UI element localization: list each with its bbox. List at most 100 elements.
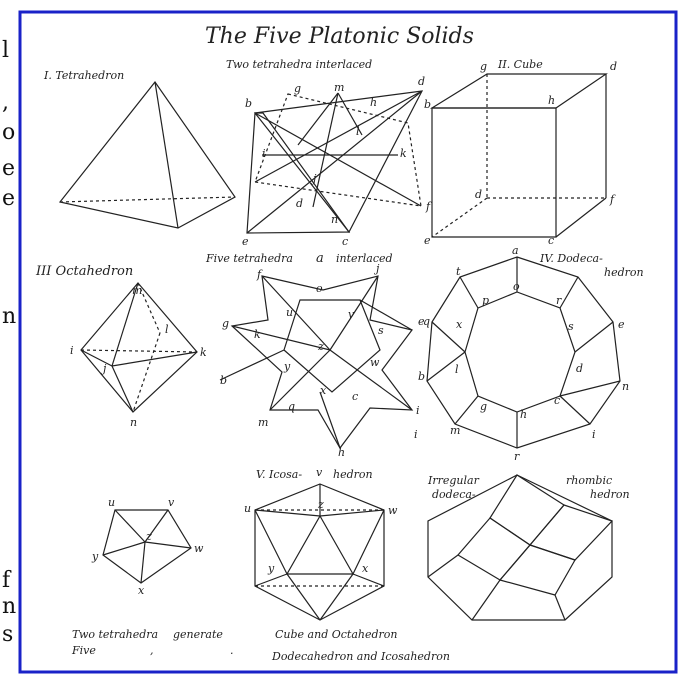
vertex-letter: i: [262, 147, 266, 160]
vertex-letter: n: [622, 380, 629, 393]
vertex-letter: g: [480, 60, 487, 73]
vertex-letter: y: [91, 550, 99, 563]
vertex-letter: c: [548, 234, 554, 247]
caption-two-tetrahedra: Two tetrahedra: [72, 628, 158, 641]
vertex-letter: i: [70, 344, 74, 357]
vertex-letter: x: [362, 562, 369, 575]
caption-cube-octahedron: Cube and Octahedron: [275, 628, 398, 641]
vertex-letter: d: [418, 75, 425, 88]
interlaced-label: interlaced: [336, 252, 393, 265]
vertex-letter: j: [373, 262, 380, 275]
blue-border: [18, 10, 678, 674]
small-pentagon-figure: [102, 509, 192, 584]
vertex-letter: o: [316, 282, 323, 295]
vertex-letter: j: [100, 362, 107, 375]
vertex-letter: r: [514, 450, 520, 463]
vertex-letter: k: [400, 147, 407, 160]
vertex-letter: y: [283, 360, 291, 373]
icosahedron-figure: [254, 483, 385, 621]
vertex-letter: v: [316, 466, 323, 479]
vertex-letter: r: [556, 294, 562, 307]
dodecahedron-label: IV. Dodeca-: [539, 252, 603, 265]
vertex-letter: d: [296, 197, 303, 210]
vertex-letter: g: [222, 317, 229, 330]
vertex-letter: l: [356, 125, 360, 138]
rhombic-dodecahedron-figure: [427, 474, 614, 621]
rhombic-label-2: dodeca-: [432, 488, 476, 501]
vertex-letter: k: [200, 346, 207, 359]
vertex-letter: e: [618, 318, 625, 331]
vertex-letter: w: [194, 542, 204, 555]
vertex-letter: e: [424, 234, 431, 247]
vertex-letter: f: [609, 193, 616, 206]
vertex-letter: s: [378, 324, 384, 337]
vertex-letter: n: [130, 416, 137, 429]
caption-generate: generate: [173, 628, 223, 641]
five-tetrahedra-figure: [219, 275, 414, 450]
vertex-letter: s: [568, 320, 574, 333]
vertex-letter: b: [220, 374, 227, 387]
vertex-letter: u: [286, 306, 293, 319]
caption-mark-2: .: [230, 644, 234, 657]
cube-label: II. Cube: [497, 58, 543, 71]
vertex-letter: z: [317, 340, 324, 353]
rhombic-label-3: rhombic: [566, 474, 612, 487]
vertex-letter: t: [456, 265, 461, 278]
vertex-letter: g: [294, 82, 301, 95]
five-tetrahedra-a: a: [316, 251, 324, 266]
caption-dodeca-icosa: Dodecahedron and Icosahedron: [271, 650, 450, 663]
vertex-letter: e: [418, 315, 425, 328]
vertex-letter: e: [242, 235, 249, 248]
dodecahedron-figure: [426, 256, 621, 449]
vertex-letter: c: [554, 394, 560, 407]
vertex-letter: n: [331, 213, 338, 226]
caption-five: Five: [71, 644, 96, 657]
vertex-letter: b: [245, 97, 252, 110]
vertex-letter: w: [388, 504, 398, 517]
dodecahedron-label-2: hedron: [604, 266, 644, 279]
vertex-letter: m: [450, 424, 460, 437]
vertex-letter: u: [108, 496, 115, 509]
vertex-letter: g: [480, 400, 487, 413]
vertex-letter: w: [370, 356, 380, 369]
edge-text-char: ,: [2, 90, 9, 115]
vertex-letter: d: [475, 188, 482, 201]
vertex-letter: i: [592, 428, 596, 441]
vertex-letter: p: [482, 294, 489, 307]
vertex-letter: l: [455, 363, 459, 376]
edge-text-char: f: [2, 568, 11, 593]
vertex-letter: a: [512, 244, 519, 257]
octahedron-figure: [80, 282, 198, 413]
vertex-letter: h: [520, 408, 527, 421]
vertex-letter: f: [256, 268, 263, 281]
vertex-letter: c: [342, 235, 348, 248]
edge-text-char: e: [2, 156, 16, 181]
page-title: The Five Platonic Solids: [205, 24, 474, 49]
five-tetrahedra-label: Five tetrahedra: [205, 252, 293, 265]
edge-text-char: o: [2, 120, 16, 145]
vertex-letter: o: [513, 280, 520, 293]
edge-text-char: n: [2, 304, 17, 329]
vertex-letter: q: [288, 400, 295, 413]
edge-text-char: n: [2, 594, 17, 619]
vertex-letter: b: [424, 98, 431, 111]
vertex-letter: x: [138, 584, 145, 597]
edge-text-char: s: [2, 622, 14, 647]
vertex-letter: u: [244, 502, 251, 515]
vertex-letter: j: [310, 172, 317, 185]
vertex-letter: l: [165, 323, 169, 336]
vertex-letter: c: [352, 390, 358, 403]
vertex-letter: d: [576, 362, 583, 375]
vertex-letter: z: [145, 530, 152, 543]
vertex-letter: v: [348, 308, 355, 321]
icosahedron-label-2: hedron: [333, 468, 373, 481]
vertex-letter: d: [610, 60, 617, 73]
vertex-letter: h: [548, 94, 555, 107]
vertex-letter: m: [132, 284, 142, 297]
vertex-letter: f: [425, 200, 432, 213]
tetrahedron-label: I. Tetrahedron: [43, 69, 124, 82]
caption-mark: ,: [150, 644, 154, 657]
vertex-letter: k: [254, 328, 261, 341]
